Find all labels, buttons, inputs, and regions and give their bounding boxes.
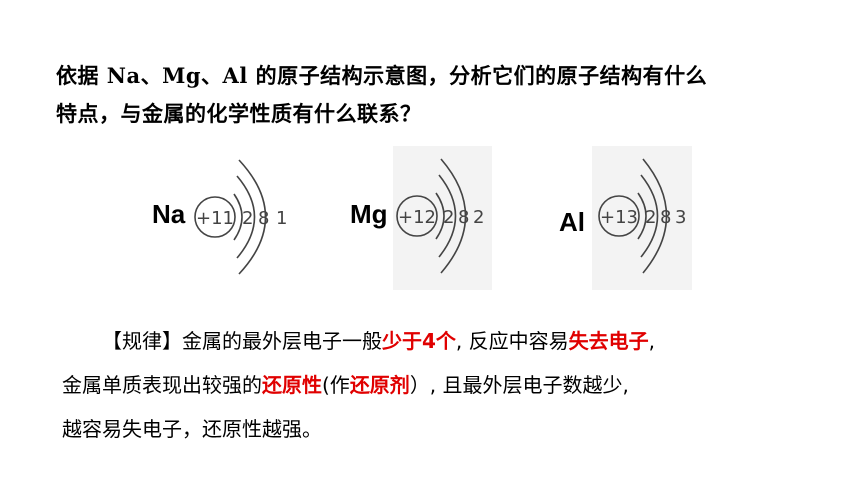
- shell-electrons: 8: [660, 207, 671, 228]
- nucleus-charge: +12: [398, 207, 436, 228]
- shell-arc: [233, 193, 243, 241]
- shell-arc: [642, 158, 668, 274]
- shell-arc: [637, 192, 647, 240]
- rule-text: ）, 且最外层电子数越少,: [409, 373, 629, 397]
- shell-electrons: 2: [242, 208, 253, 229]
- shell-electrons: 8: [258, 208, 269, 229]
- question-line-2: 特点，与金属的化学性质有什么联系？: [56, 101, 422, 126]
- rule-text: 越容易失电子，还原性越强。: [62, 417, 322, 441]
- atom-diagram-mg: +12 2 8 2: [393, 146, 492, 290]
- nucleus-circle: [396, 195, 438, 237]
- shell-arc: [238, 159, 267, 275]
- shell-arc: [640, 174, 659, 258]
- shell-arc: [440, 158, 467, 274]
- shell-electrons: 2: [443, 207, 454, 228]
- shell-electrons: 2: [473, 207, 484, 228]
- element-symbol-na: Na: [152, 199, 186, 229]
- rule-text: 【规律】金属的最外层电子一般: [102, 329, 382, 353]
- nucleus-circle: [598, 195, 640, 237]
- shell-arc: [236, 175, 256, 259]
- shell-arc: [435, 192, 445, 240]
- rule-text: 金属单质表现出较强的: [62, 373, 262, 397]
- shell-electrons: 8: [458, 207, 469, 228]
- atom-diagram-na: +11 2 8 1: [190, 148, 296, 288]
- nucleus-charge: +13: [600, 207, 638, 228]
- rule-text: (作: [322, 373, 350, 397]
- element-symbol-al: Al: [559, 207, 585, 237]
- shell-arc: [438, 174, 457, 258]
- element-symbol-mg: Mg: [350, 199, 388, 229]
- rule-line-1: 【规律】金属的最外层电子一般少于4个, 反应中容易失去电子,: [102, 325, 655, 354]
- rule-text: , 反应中容易: [455, 329, 569, 353]
- nucleus-circle: [194, 196, 236, 238]
- shell-electrons: 2: [645, 207, 656, 228]
- atom-diagram-al: +13 2 8 3: [592, 146, 692, 290]
- rule-text: ,: [648, 329, 655, 353]
- rule-highlight: 还原性: [262, 373, 322, 397]
- shell-electrons: 3: [675, 207, 686, 228]
- rule-highlight: 还原剂: [349, 373, 410, 397]
- rule-highlight: 少于4个: [382, 329, 456, 353]
- nucleus-charge: +11: [196, 208, 234, 229]
- shell-electrons: 1: [276, 208, 287, 229]
- rule-line-3: 越容易失电子，还原性越强。: [62, 413, 322, 442]
- rule-line-2: 金属单质表现出较强的还原性(作还原剂）, 且最外层电子数越少,: [62, 369, 629, 398]
- question-line-1: 依据 Na、Mg、Al 的原子结构示意图，分析它们的原子结构有什么: [56, 63, 708, 88]
- rule-highlight: 失去电子: [568, 329, 649, 353]
